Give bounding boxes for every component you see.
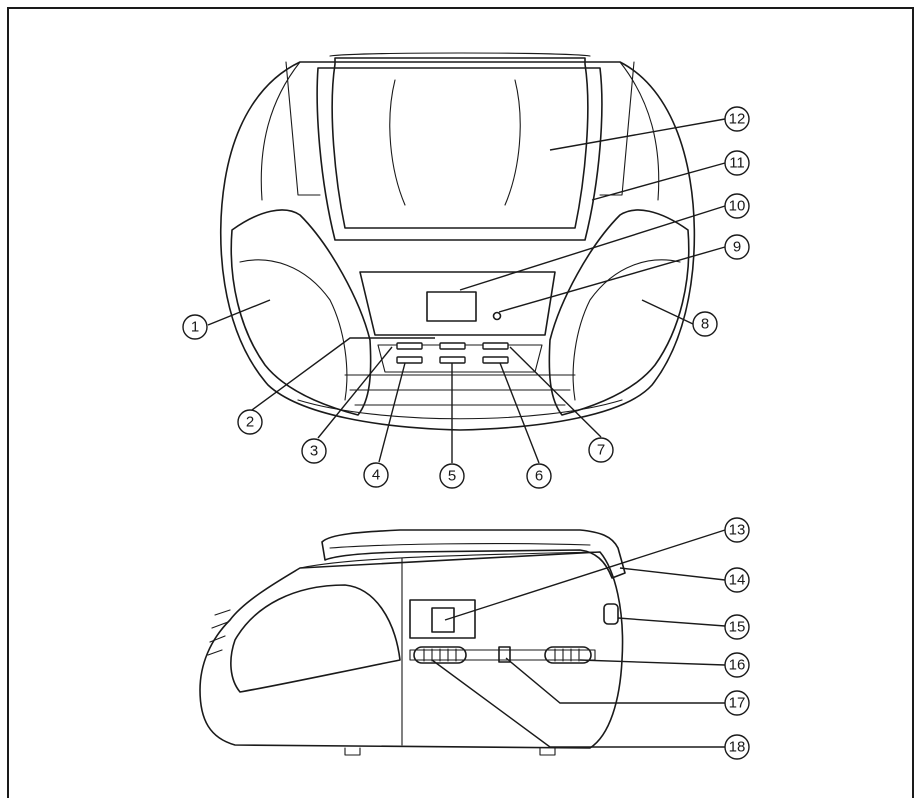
callout-16: 16 bbox=[724, 652, 750, 678]
leader-8 bbox=[641, 299, 694, 325]
callout-2: 2 bbox=[237, 409, 263, 435]
leader-13 bbox=[444, 529, 726, 621]
button-6[interactable] bbox=[482, 356, 509, 364]
svg-text:17: 17 bbox=[729, 695, 746, 712]
svg-text:15: 15 bbox=[729, 619, 746, 636]
leader-2 bbox=[251, 337, 435, 411]
cd-lid-outer bbox=[316, 67, 603, 241]
leader-11 bbox=[591, 162, 726, 201]
foot-left bbox=[344, 747, 361, 756]
callout-1: 1 bbox=[182, 314, 208, 340]
callout-13: 13 bbox=[724, 517, 750, 543]
leader-1 bbox=[207, 299, 271, 326]
switch-16[interactable] bbox=[544, 646, 592, 664]
side-view bbox=[199, 529, 626, 756]
dc-socket-box bbox=[409, 599, 476, 639]
leader-18 bbox=[431, 659, 725, 748]
svg-text:9: 9 bbox=[733, 239, 741, 256]
leader-12 bbox=[549, 118, 726, 151]
leader-7 bbox=[509, 346, 602, 438]
front-knobs bbox=[207, 609, 231, 656]
control-panel bbox=[359, 271, 556, 336]
lid-side-right bbox=[599, 61, 635, 196]
leader-lines bbox=[207, 118, 726, 748]
side-body-outline bbox=[199, 551, 624, 749]
leader-17 bbox=[505, 657, 725, 704]
callout-12: 12 bbox=[724, 106, 750, 132]
svg-text:18: 18 bbox=[729, 739, 746, 756]
rear-jack bbox=[603, 603, 619, 625]
svg-text:10: 10 bbox=[729, 198, 746, 215]
left-speaker-panel bbox=[230, 209, 372, 416]
base-line-4 bbox=[297, 399, 623, 420]
callout-7: 7 bbox=[588, 437, 614, 463]
button-7[interactable] bbox=[482, 342, 509, 350]
leader-15 bbox=[617, 617, 726, 627]
svg-text:11: 11 bbox=[729, 155, 745, 172]
lcd-display bbox=[426, 291, 477, 322]
callout-11: 11 bbox=[724, 150, 750, 176]
callout-18: 18 bbox=[724, 734, 750, 760]
svg-text:7: 7 bbox=[597, 442, 605, 459]
switch-17[interactable] bbox=[498, 646, 511, 663]
callout-8: 8 bbox=[692, 311, 718, 337]
callout-4: 4 bbox=[363, 462, 389, 488]
side-handle-inner bbox=[329, 543, 591, 549]
leader-9 bbox=[498, 246, 726, 313]
top-left-ridge bbox=[260, 61, 301, 201]
callouts: 1 2 3 4 5 6 7 8 9 10 11 12 13 14 15 16 1… bbox=[182, 106, 750, 760]
right-speaker-inner bbox=[572, 259, 681, 401]
button-5[interactable] bbox=[439, 356, 466, 364]
leader-14 bbox=[619, 567, 726, 581]
left-speaker-inner bbox=[239, 259, 348, 401]
side-lid bbox=[299, 551, 601, 569]
leader-3 bbox=[317, 346, 393, 439]
callout-15: 15 bbox=[724, 614, 750, 640]
button-3[interactable] bbox=[439, 342, 466, 350]
slider-panel bbox=[409, 649, 596, 661]
callout-3: 3 bbox=[301, 438, 327, 464]
side-front-speaker bbox=[230, 584, 401, 693]
lid-side-left bbox=[285, 61, 321, 196]
foot-right bbox=[539, 747, 556, 756]
svg-text:1: 1 bbox=[191, 319, 199, 336]
svg-text:8: 8 bbox=[701, 316, 709, 333]
leader-4 bbox=[378, 362, 406, 463]
svg-text:5: 5 bbox=[448, 468, 456, 485]
callout-17: 17 bbox=[724, 690, 750, 716]
lid-reflection-left bbox=[389, 79, 406, 206]
right-speaker-panel bbox=[548, 209, 690, 416]
figure-frame bbox=[7, 7, 914, 798]
svg-text:4: 4 bbox=[372, 467, 380, 484]
callout-9: 9 bbox=[724, 234, 750, 260]
leader-10 bbox=[459, 205, 726, 291]
cd-lid-panel bbox=[329, 52, 591, 57]
svg-text:6: 6 bbox=[535, 468, 543, 485]
top-right-ridge bbox=[619, 61, 660, 201]
button-2[interactable] bbox=[396, 342, 423, 350]
lid-reflection-right bbox=[504, 79, 521, 206]
switch-16-ridges bbox=[554, 648, 580, 662]
svg-text:3: 3 bbox=[310, 443, 318, 460]
side-handle bbox=[321, 529, 626, 579]
leader-6 bbox=[499, 362, 540, 464]
svg-text:14: 14 bbox=[729, 572, 746, 589]
led-indicator bbox=[492, 311, 502, 321]
cd-lid-inner bbox=[331, 57, 589, 229]
dc-socket bbox=[431, 607, 455, 633]
callout-6: 6 bbox=[526, 463, 552, 489]
svg-text:2: 2 bbox=[246, 414, 254, 431]
switch-18-ridges bbox=[423, 648, 457, 662]
svg-text:16: 16 bbox=[729, 657, 746, 674]
switch-18[interactable] bbox=[413, 646, 467, 664]
callout-14: 14 bbox=[724, 567, 750, 593]
callout-10: 10 bbox=[724, 193, 750, 219]
leader-16 bbox=[579, 659, 726, 666]
button-4[interactable] bbox=[396, 356, 423, 364]
callout-5: 5 bbox=[439, 463, 465, 489]
svg-text:13: 13 bbox=[729, 522, 746, 539]
svg-text:12: 12 bbox=[729, 111, 746, 128]
front-view bbox=[219, 52, 696, 431]
